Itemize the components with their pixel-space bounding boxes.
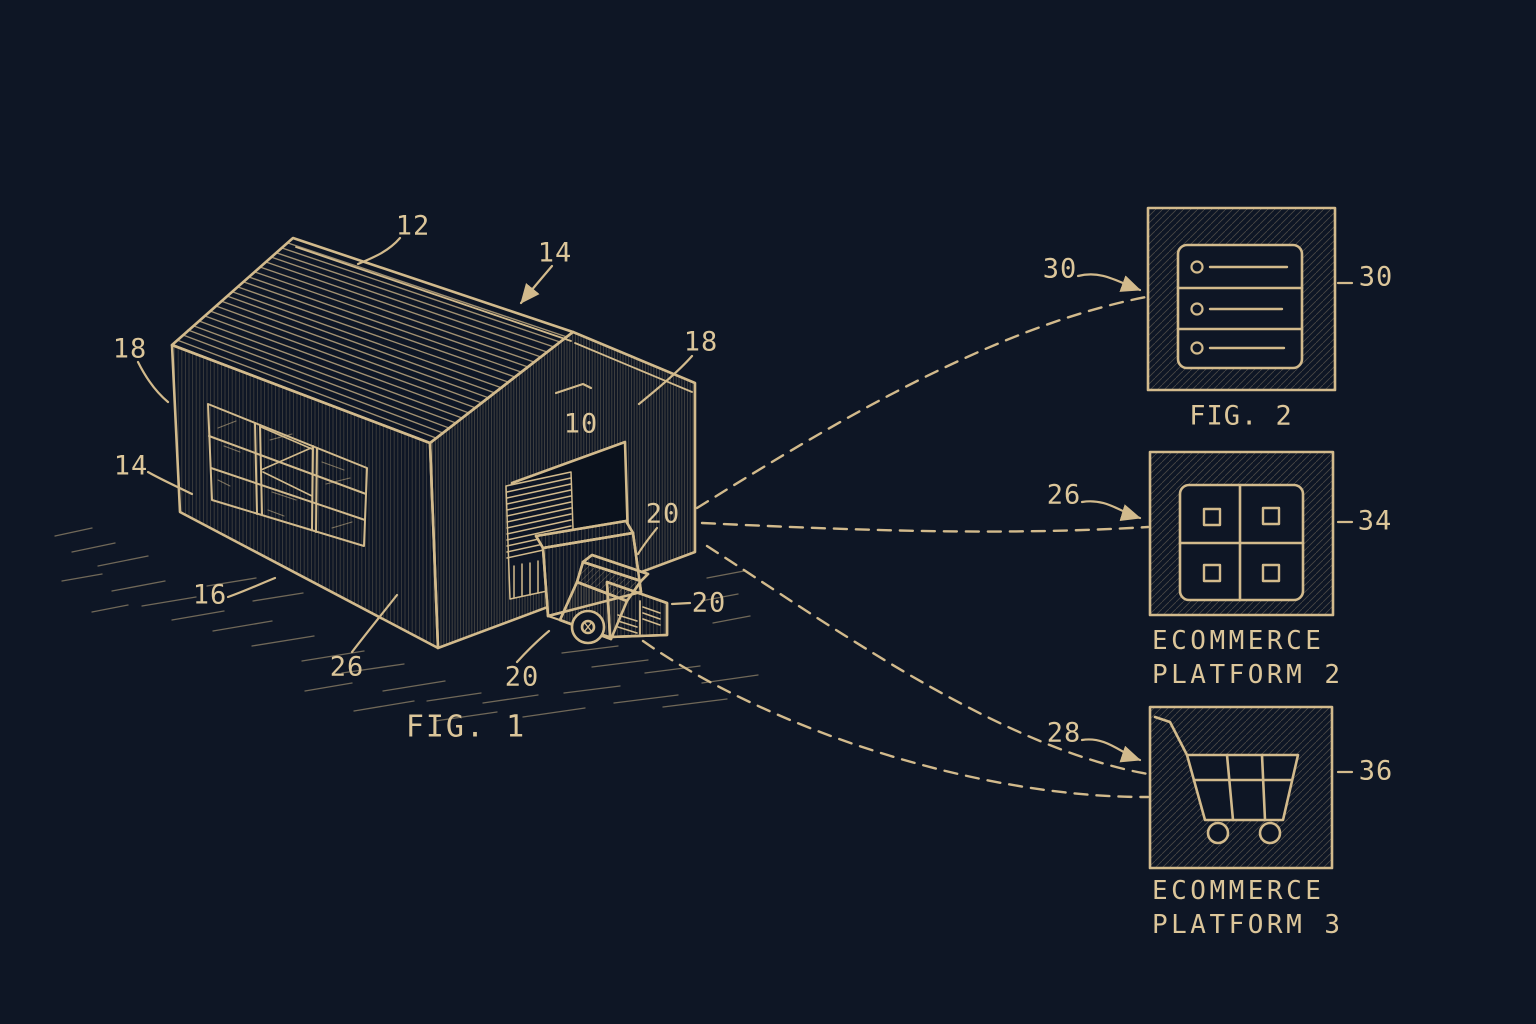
ref-label-26-right-col: 26 <box>1047 480 1082 511</box>
leader-20-door <box>636 526 659 556</box>
dashed-link-to-platform3-lower <box>641 639 1150 799</box>
grid-icon <box>1178 483 1305 602</box>
leader-12 <box>356 236 402 266</box>
platform2-name-line2: PLATFORM 2 <box>1152 660 1344 690</box>
leader-18-right <box>637 354 694 406</box>
platform3-box <box>1080 705 1354 870</box>
leader-14-roof <box>519 264 554 305</box>
ground-hatch <box>54 527 759 722</box>
right-column <box>1076 206 1354 870</box>
platform2-box <box>1080 450 1354 617</box>
gable-wall-outline <box>428 330 697 650</box>
leader-20-bottom <box>515 629 551 664</box>
server-icon <box>1176 243 1304 370</box>
window-grid <box>207 403 368 547</box>
ref-label-10: 10 <box>564 409 599 440</box>
ref-label-20-bottom: 20 <box>505 662 540 693</box>
ref-label-36: 36 <box>1359 756 1394 787</box>
platform3-name-line2: PLATFORM 3 <box>1152 910 1344 940</box>
roof-stripes <box>176 242 568 439</box>
fig2-server-box <box>1076 206 1354 392</box>
ref-label-26: 26 <box>330 652 365 683</box>
leader-26 <box>350 593 399 654</box>
truck-cab-roof <box>581 553 650 583</box>
ref-label-30-left: 30 <box>1043 254 1078 285</box>
window-scribbles <box>217 420 353 529</box>
leader-18-left <box>136 360 170 404</box>
truck-front-face <box>605 580 669 639</box>
platform3-name-line1: ECOMMERCE <box>1152 876 1324 906</box>
leader-30-left <box>1076 273 1142 292</box>
ref-label-14-roof: 14 <box>538 238 573 269</box>
leader-16 <box>226 576 277 599</box>
dashed-link-to-fig2 <box>695 295 1148 510</box>
connection-lines <box>641 295 1150 799</box>
front-wall-hatch <box>172 345 438 648</box>
window-braces <box>260 426 313 497</box>
figure-1-warehouse <box>54 236 759 722</box>
ref-label-18-left: 18 <box>113 334 148 365</box>
ref-label-12: 12 <box>396 211 431 242</box>
ref-label-16: 16 <box>193 580 228 611</box>
leader-26-right-col <box>1080 500 1142 522</box>
truck-cargo-top <box>534 519 635 550</box>
dashed-link-to-platform3-upper <box>705 544 1150 776</box>
leader-28 <box>1080 738 1142 763</box>
fig2-caption: FIG. 2 <box>1189 401 1293 432</box>
ref-label-28: 28 <box>1047 718 1082 749</box>
ref-label-34: 34 <box>1358 506 1393 537</box>
fig1-leaders <box>136 236 694 664</box>
platform2-name-line1: ECOMMERCE <box>1152 626 1324 656</box>
ref-label-20-truck: 20 <box>692 588 727 619</box>
leader-14-left <box>146 470 194 496</box>
gable-vent-mark <box>554 382 593 395</box>
leader-20-truck <box>670 601 692 606</box>
dashed-link-to-platform2 <box>700 521 1150 533</box>
labels: 12 14 18 14 16 26 10 18 20 20 20 FIG. 1 … <box>113 211 1394 941</box>
ref-label-30-right: 30 <box>1359 262 1394 293</box>
fig1-caption: FIG. 1 <box>406 710 526 745</box>
cart-icon <box>1153 715 1300 845</box>
truck-wheel <box>570 609 606 645</box>
ref-label-18-right: 18 <box>684 327 719 358</box>
ref-label-20-door: 20 <box>646 499 681 530</box>
truck-grille <box>617 606 661 634</box>
ref-label-14-left: 14 <box>114 451 149 482</box>
delivery-truck <box>534 519 669 645</box>
